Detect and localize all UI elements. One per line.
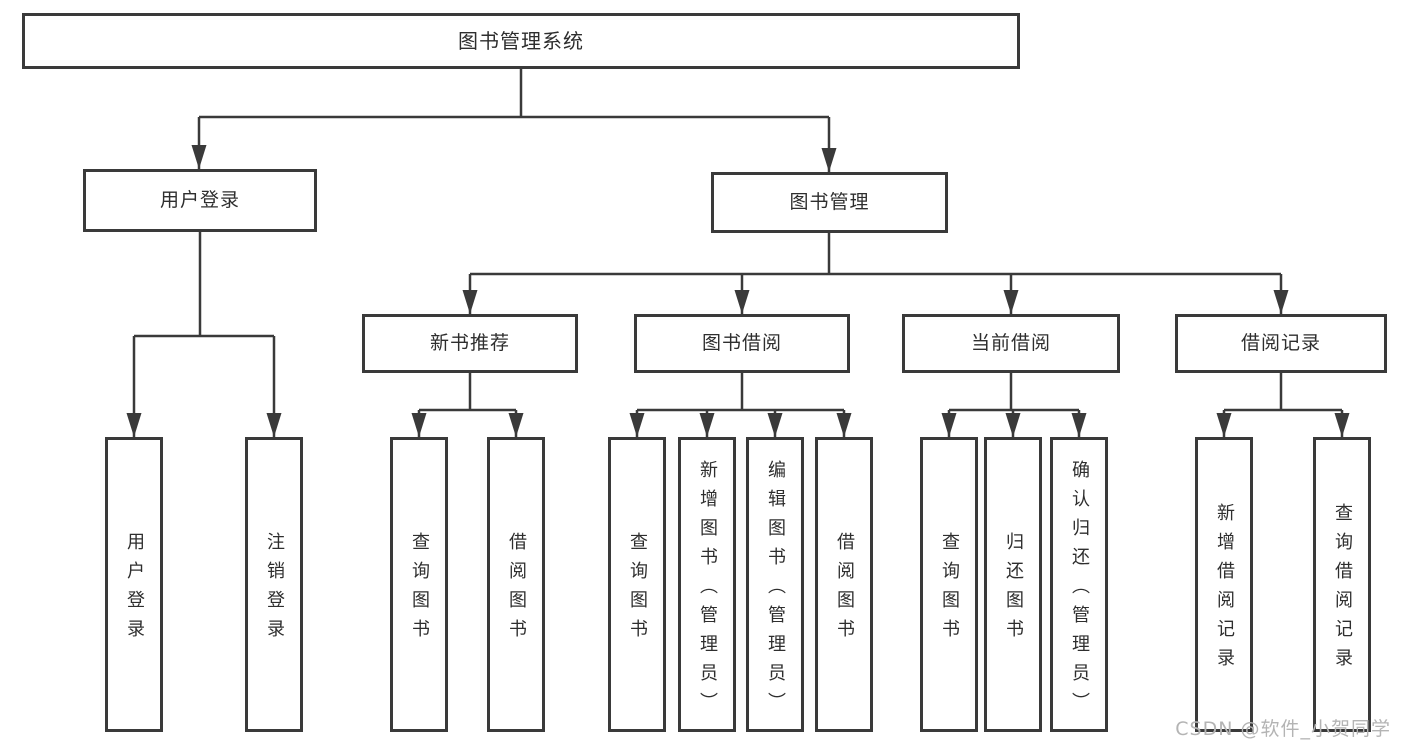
leaf-label: 借阅图书 [506,532,527,648]
leaf-label: 确认归还（管理员） [1069,459,1090,721]
leaf-label: 注销登录 [264,532,285,648]
leaf-edit-books-admin: 编辑图书（管理员） [746,437,804,732]
node-current-borrow: 当前借阅 [902,314,1120,373]
leaf-add-books-admin: 新增图书（管理员） [678,437,736,732]
node-borrow-records: 借阅记录 [1175,314,1387,373]
leaf-label: 用户登录 [124,532,145,648]
node-root-system: 图书管理系统 [22,13,1020,69]
leaf-borrow-books: 借阅图书 [815,437,873,732]
leaf-logout: 注销登录 [245,437,303,732]
leaf-label: 查询借阅记录 [1332,503,1353,677]
leaf-label: 编辑图书（管理员） [765,459,786,721]
leaf-query-books-recommend: 查询图书 [390,437,448,732]
leaf-label: 新增借阅记录 [1214,503,1235,677]
leaf-return-books: 归还图书 [984,437,1042,732]
leaf-query-borrow-record: 查询借阅记录 [1313,437,1371,732]
leaf-label: 归还图书 [1003,532,1024,648]
node-new-book-recommend: 新书推荐 [362,314,578,373]
leaf-query-books-current: 查询图书 [920,437,978,732]
leaf-label: 查询图书 [939,532,960,648]
leaf-label: 借阅图书 [834,532,855,648]
node-book-borrow: 图书借阅 [634,314,850,373]
leaf-label: 新增图书（管理员） [697,459,718,721]
leaf-add-borrow-record: 新增借阅记录 [1195,437,1253,732]
leaf-borrow-books-recommend: 借阅图书 [487,437,545,732]
leaf-user-login: 用户登录 [105,437,163,732]
node-user-login: 用户登录 [83,169,317,232]
leaf-label: 查询图书 [627,532,648,648]
leaf-confirm-return-admin: 确认归还（管理员） [1050,437,1108,732]
leaf-query-books-borrow: 查询图书 [608,437,666,732]
csdn-watermark: CSDN @软件_小贺同学 [1175,718,1391,740]
node-book-management: 图书管理 [711,172,948,233]
leaf-label: 查询图书 [409,532,430,648]
